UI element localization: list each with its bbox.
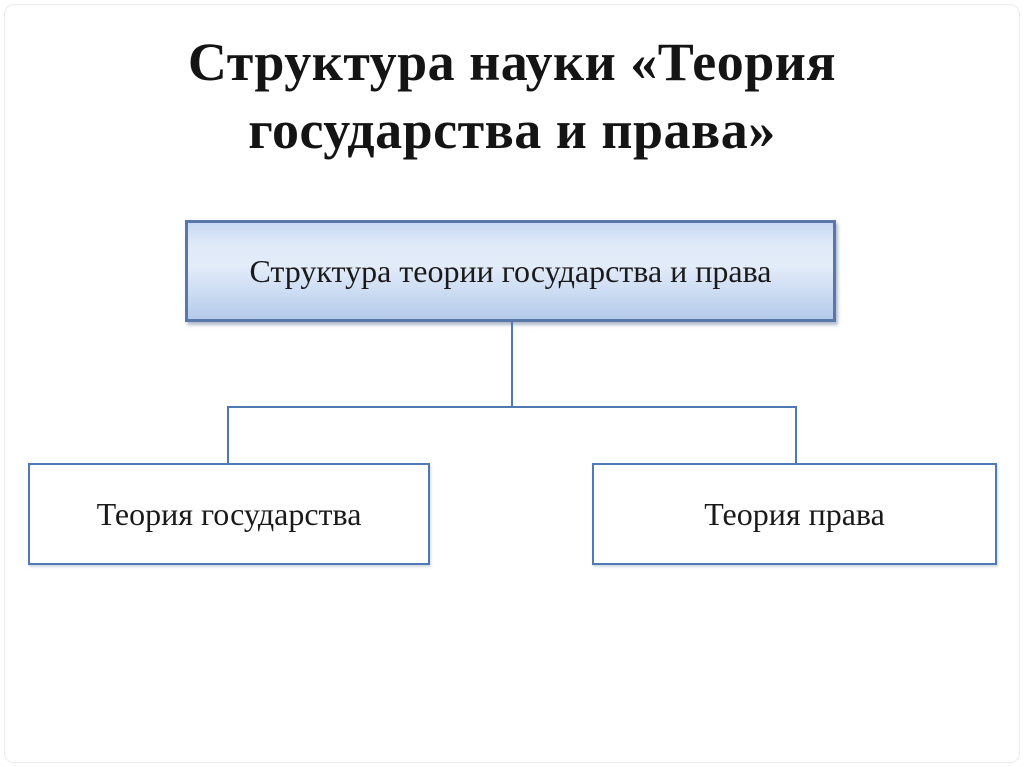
node-theory-of-law: Теория права xyxy=(592,463,997,565)
page-title: Структура науки «Теория государства и пр… xyxy=(0,28,1024,164)
connector-right-vertical xyxy=(795,406,797,464)
connector-root-vertical xyxy=(511,322,513,407)
page-title-line-1: Структура науки «Теория xyxy=(187,32,837,92)
node-theory-of-law-label: Теория права xyxy=(704,495,885,532)
page-title-line-2: государства и права» xyxy=(248,100,776,160)
node-structure-of-theory-root: Структура теории государства и права xyxy=(185,220,836,322)
node-root-label: Структура теории государства и права xyxy=(249,252,772,289)
node-theory-of-state-label: Теория государства xyxy=(96,495,362,532)
connector-horizontal xyxy=(227,406,797,408)
connector-left-vertical xyxy=(227,406,229,464)
node-theory-of-state: Теория государства xyxy=(28,463,430,565)
